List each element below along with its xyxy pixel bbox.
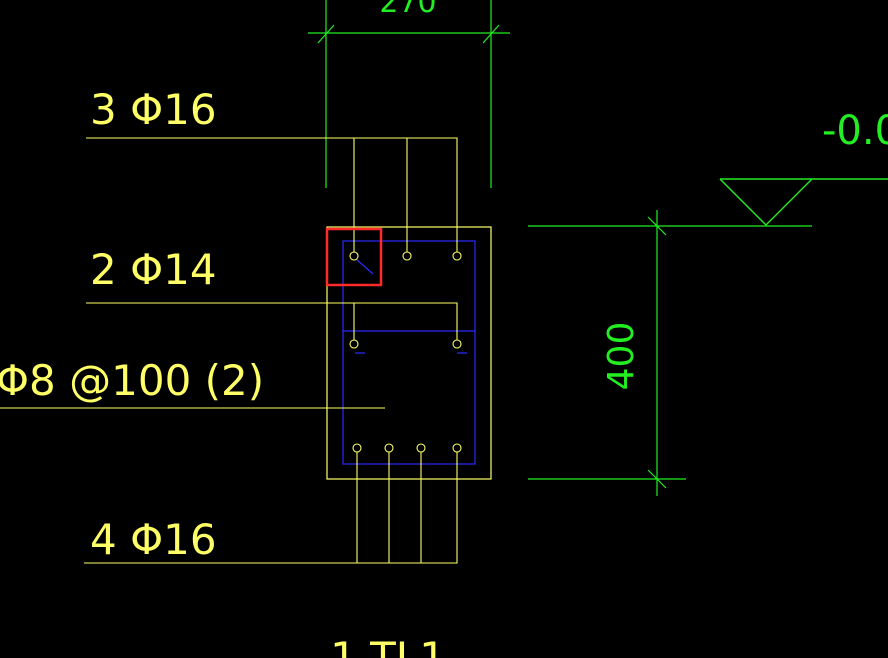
label-bottom-bars: 4 Φ16 <box>90 515 217 564</box>
top-dimension-text: 270 <box>379 0 436 20</box>
stirrup-outer <box>342 240 476 465</box>
side-bar-left <box>349 339 359 349</box>
bottom-bar-1 <box>352 443 362 453</box>
side-bars-leader <box>86 302 458 340</box>
elevation-marker <box>719 178 888 226</box>
side-bar-right <box>452 339 462 349</box>
dim-tick-left <box>317 24 335 44</box>
label-top-bars: 3 Φ16 <box>90 85 217 134</box>
bottom-bars-leader <box>84 452 458 564</box>
bottom-bar-2 <box>384 443 394 453</box>
dim-tick-top <box>647 216 667 236</box>
top-width-dimension <box>308 0 510 188</box>
highlight-box[interactable] <box>325 227 383 287</box>
dim-tick-bottom <box>647 469 667 489</box>
beam-outline <box>326 226 492 480</box>
rebars <box>349 251 462 453</box>
top-bar-2 <box>402 251 412 261</box>
dim-tick-right <box>482 24 500 44</box>
label-stirrups: Φ8 @100 (2) <box>0 356 264 405</box>
elevation-triangle <box>719 178 813 226</box>
top-bar-3 <box>452 251 462 261</box>
stirrup <box>342 240 476 465</box>
bottom-bar-3 <box>416 443 426 453</box>
stirrup-hook <box>354 257 374 275</box>
height-dimension-text: 400 <box>601 322 642 391</box>
top-bars-leader <box>86 137 458 252</box>
section-title: 1 TL1 <box>330 633 446 658</box>
height-dimension <box>528 210 812 496</box>
leader-lines <box>0 137 458 564</box>
top-bar-1 <box>349 251 359 261</box>
bottom-bar-4 <box>452 443 462 453</box>
label-side-bars: 2 Φ14 <box>90 245 217 294</box>
elevation-text: -0.0 <box>822 108 888 154</box>
